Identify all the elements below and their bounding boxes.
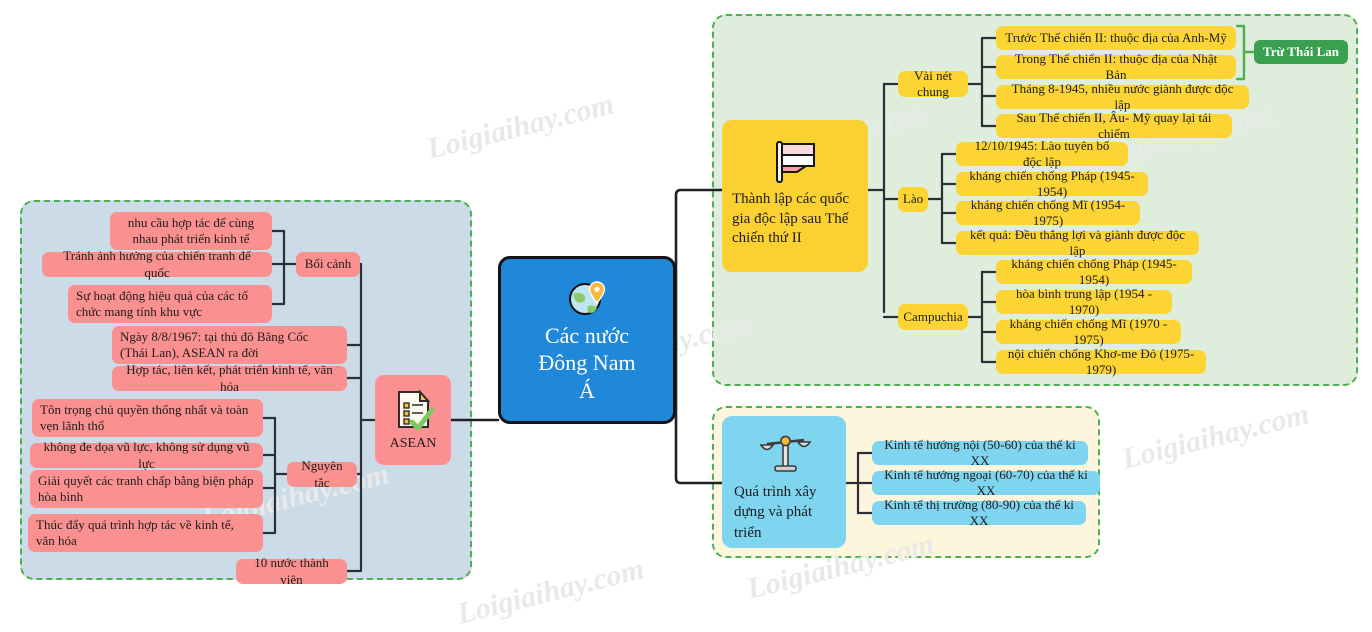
group-label-lao[interactable]: Lào xyxy=(898,187,928,212)
leaf-node[interactable]: 12/10/1945: Lào tuyên bố độc lập xyxy=(956,138,1128,169)
watermark: Loigiaihay.com xyxy=(423,87,618,166)
leaf-node[interactable]: kháng chiến chống Pháp (1945-1954) xyxy=(996,256,1192,287)
leaf-node[interactable]: hòa bình trung lập (1954 - 1970) xyxy=(996,286,1172,317)
leaf-node[interactable]: Tháng 8-1945, nhiều nước giành được độc … xyxy=(996,81,1249,112)
branch-node-asean[interactable]: ASEAN xyxy=(375,375,451,465)
leaf-node[interactable]: không đe dọa vũ lực, không sử dụng vũ lự… xyxy=(30,439,263,471)
leaf-node[interactable]: nhu cầu hợp tác để cùng nhau phát triển … xyxy=(110,212,272,250)
branch-title-development: Quá trình xây dựng và phát triển xyxy=(734,484,817,541)
globe-pin-icon xyxy=(566,276,608,318)
leaf-node[interactable]: Hợp tác, liên kết, phát triển kinh tế, v… xyxy=(112,362,347,394)
branch-title-asean: ASEAN xyxy=(389,435,437,451)
center-title-line2: Đông Nam xyxy=(538,350,636,376)
leaf-node[interactable]: nội chiến chống Khơ-me Đỏ (1975-1979) xyxy=(996,346,1206,377)
leaf-node[interactable]: Sự hoạt động hiệu quả của các tổ chức ma… xyxy=(68,285,272,323)
leaf-node[interactable]: Tôn trọng chủ quyền thống nhất và toàn v… xyxy=(32,399,263,437)
leaf-node[interactable]: Thúc đẩy quá trình hợp tác về kinh tế, v… xyxy=(28,514,263,552)
branch-node-development[interactable]: Quá trình xây dựng và phát triển xyxy=(722,416,846,548)
leaf-node-members[interactable]: 10 nước thành viên xyxy=(236,555,347,587)
group-label-vai-net-chung[interactable]: Vài nét chung xyxy=(898,68,968,99)
leaf-node[interactable]: kháng chiến chống Mĩ (1954-1975) xyxy=(956,197,1140,228)
group-label-nguyen-tac[interactable]: Nguyên tắc xyxy=(287,458,357,490)
branch-title-independence: Thành lập các quốc gia độc lập sau Thế c… xyxy=(732,191,850,246)
leaf-node[interactable]: Ngày 8/8/1967: tại thủ đô Băng Cốc (Thái… xyxy=(112,326,347,364)
center-title-line3: Á xyxy=(579,377,595,403)
scales-icon xyxy=(758,428,814,480)
branch-node-independence[interactable]: Thành lập các quốc gia độc lập sau Thế c… xyxy=(722,120,868,272)
center-title-line1: Các nước xyxy=(544,322,630,348)
central-topic-node[interactable]: Các nước Đông Nam Á xyxy=(498,256,676,424)
leaf-node[interactable]: Giải quyết các tranh chấp bằng biện pháp… xyxy=(30,470,263,508)
leaf-node[interactable]: Trong Thế chiến II: thuộc địa của Nhật B… xyxy=(996,51,1236,82)
leaf-node[interactable]: Trước Thế chiến II: thuộc địa của Anh-Mỹ xyxy=(996,26,1236,50)
flag-icon xyxy=(769,136,821,184)
group-label-boi-canh[interactable]: Bối cảnh xyxy=(296,252,360,277)
leaf-node[interactable]: kháng chiến chống Mĩ (1970 - 1975) xyxy=(996,316,1181,347)
watermark: Loigiaihay.com xyxy=(453,552,648,631)
leaf-node[interactable]: kháng chiến chống Pháp (1945-1954) xyxy=(956,168,1148,199)
group-label-campuchia[interactable]: Campuchia xyxy=(898,304,968,330)
leaf-node[interactable]: Tránh ảnh hưởng của chiến tranh đế quốc xyxy=(42,248,272,280)
leaf-node[interactable]: Sau Thế chiến II, Âu- Mỹ quay lại tái ch… xyxy=(996,110,1232,141)
checklist-document-icon xyxy=(391,388,435,432)
leaf-node[interactable]: kết quả: Đều thắng lợi và giành được độc… xyxy=(956,227,1199,258)
badge-tru-thai-lan[interactable]: Trừ Thái Lan xyxy=(1254,40,1348,64)
leaf-node[interactable]: Kinh tế hướng nội (50-60) của thế kỉ XX xyxy=(872,437,1088,468)
leaf-node[interactable]: Kinh tế thị trường (80-90) của thế kỉ XX xyxy=(872,497,1086,528)
watermark: Loigiaihay.com xyxy=(1118,397,1313,476)
mindmap-canvas: Loigiaihay.com Loigiaihay.com Loigiaihay… xyxy=(20,14,1358,631)
leaf-node[interactable]: Kinh tế hướng ngoại (60-70) của thế kỉ X… xyxy=(872,467,1100,498)
